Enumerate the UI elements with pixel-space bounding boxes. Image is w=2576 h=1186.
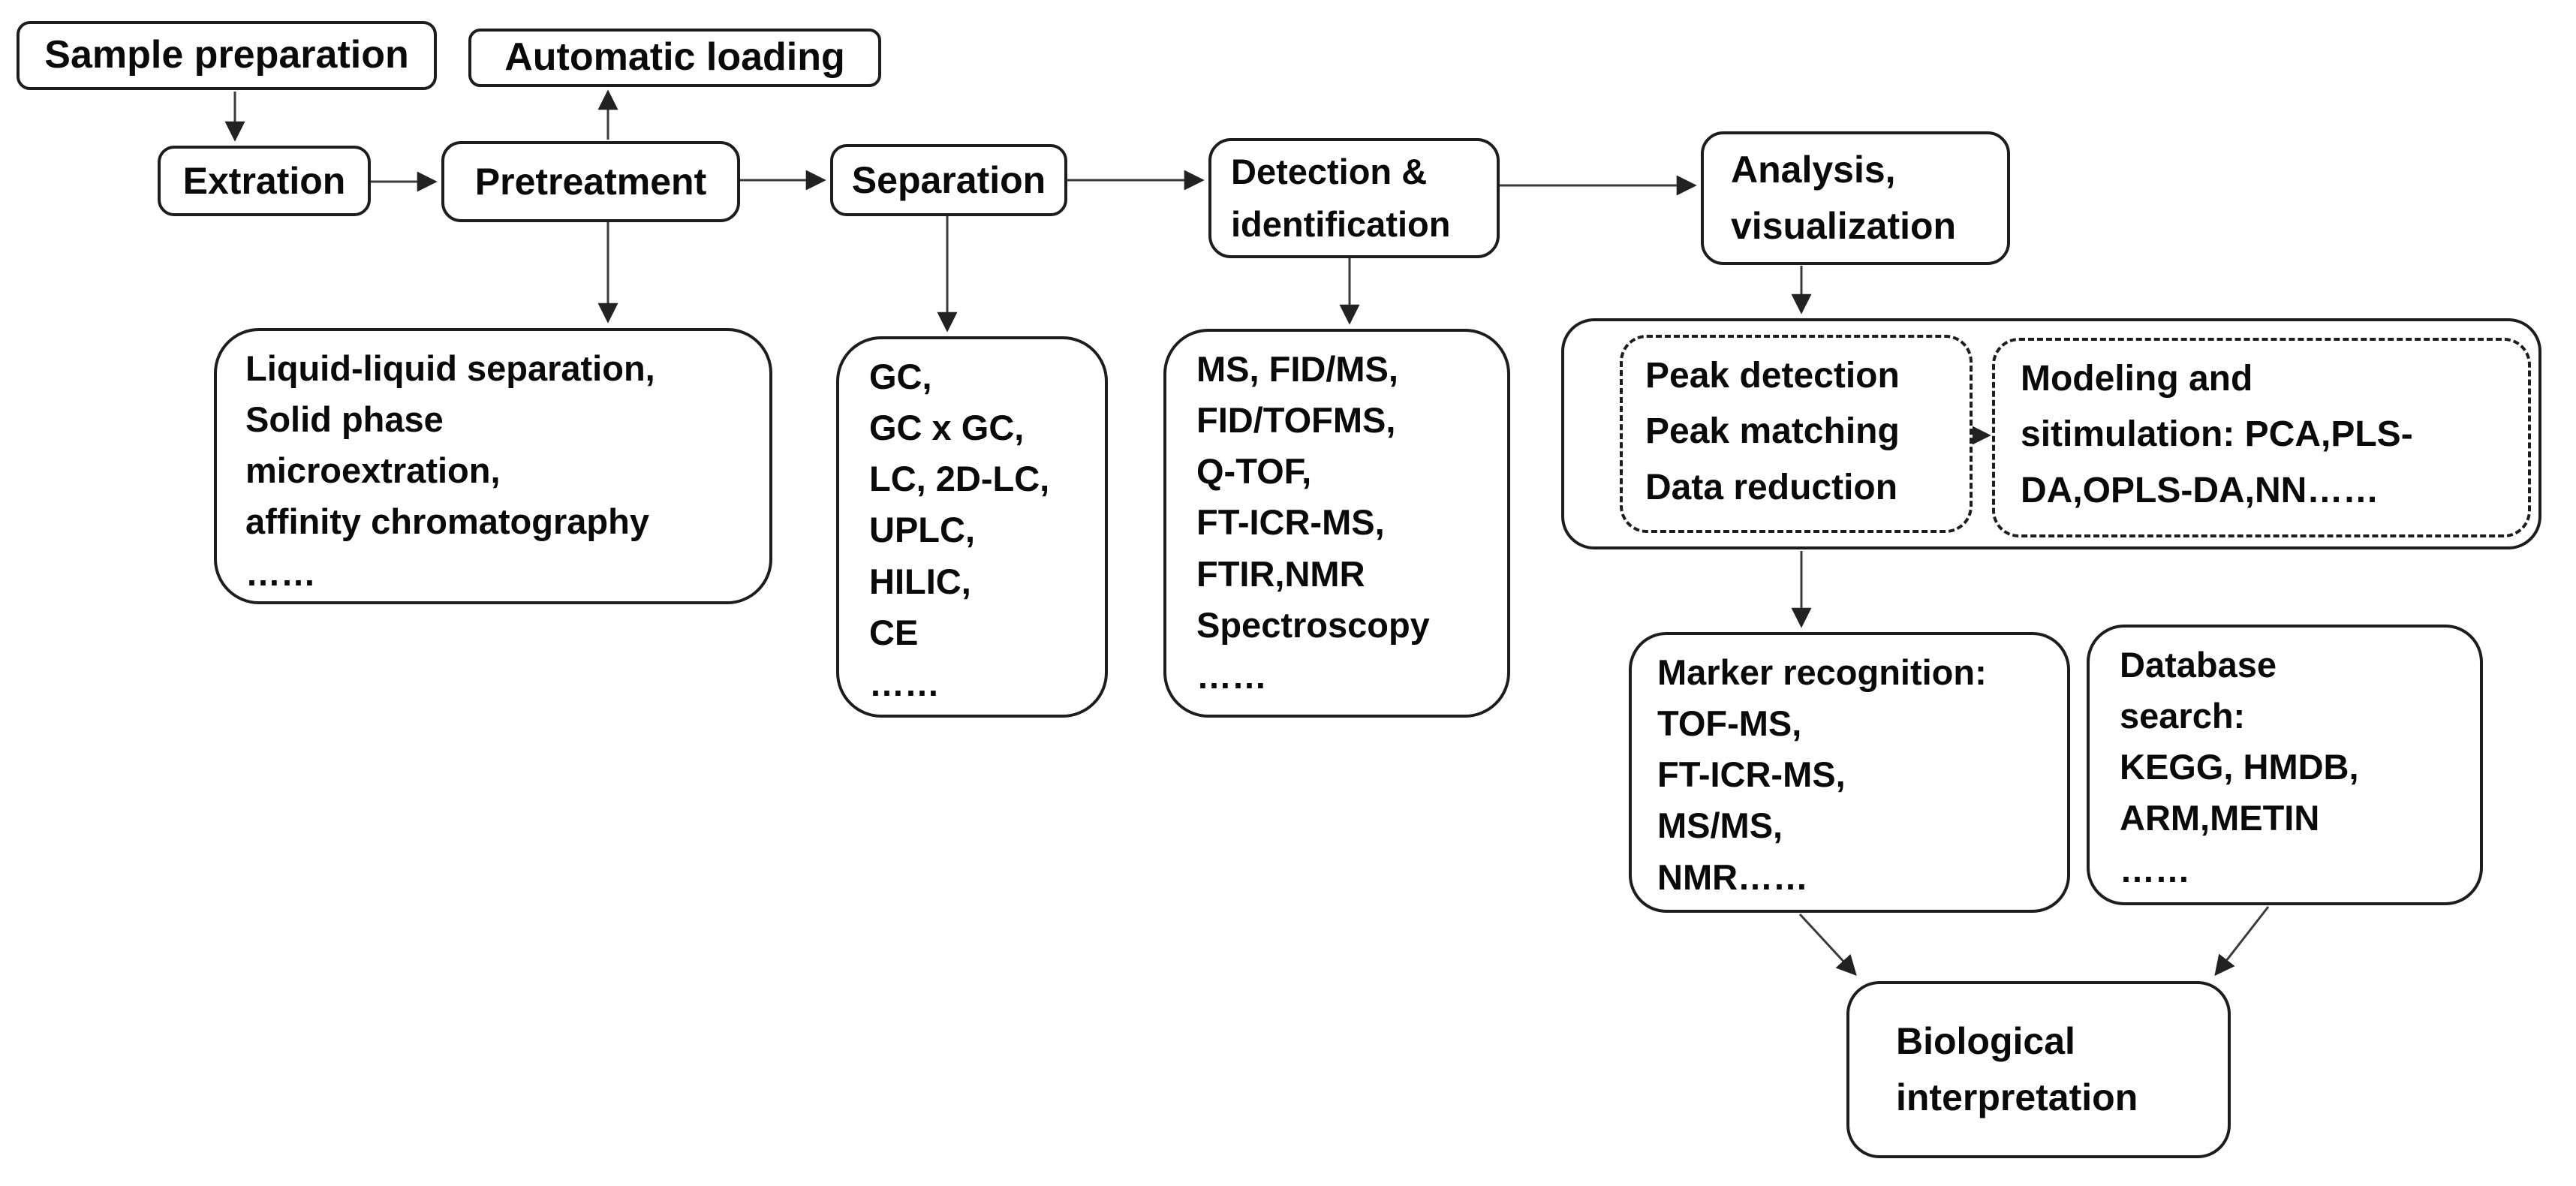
node-extration: Extration — [158, 146, 371, 216]
node-detection-identification: Detection & identification — [1208, 138, 1500, 258]
node-liquid-methods: Liquid-liquid separation, Solid phase mi… — [214, 328, 772, 604]
node-sample-preparation: Sample preparation — [17, 21, 437, 90]
arrow-database-to-biological — [2214, 906, 2270, 977]
node-biological-interpretation: Biological interpretation — [1846, 981, 2231, 1158]
node-marker-recognition: Marker recognition: TOF-MS, FT-ICR-MS, M… — [1629, 632, 2070, 913]
node-database-search: Database search: KEGG, HMDB, ARM,METIN …… — [2087, 625, 2483, 905]
arrow-marker-to-biological — [1798, 913, 1857, 976]
node-analysis-visualization: Analysis, visualization — [1701, 131, 2010, 265]
node-modeling-simulation: Modeling and sitimulation: PCA,PLS- DA,O… — [1992, 338, 2531, 537]
node-separation-methods: GC, GC x GC, LC, 2D-LC, UPLC, HILIC, CE … — [836, 336, 1108, 718]
node-automatic-loading: Automatic loading — [468, 29, 881, 87]
node-separation: Separation — [830, 144, 1067, 216]
node-detection-methods: MS, FID/MS, FID/TOFMS, Q-TOF, FT-ICR-MS,… — [1163, 329, 1510, 718]
node-peak-processing: Peak detection Peak matching Data reduct… — [1620, 335, 1973, 533]
group-analysis-steps — [1561, 318, 2541, 549]
node-pretreatment: Pretreatment — [441, 141, 740, 222]
